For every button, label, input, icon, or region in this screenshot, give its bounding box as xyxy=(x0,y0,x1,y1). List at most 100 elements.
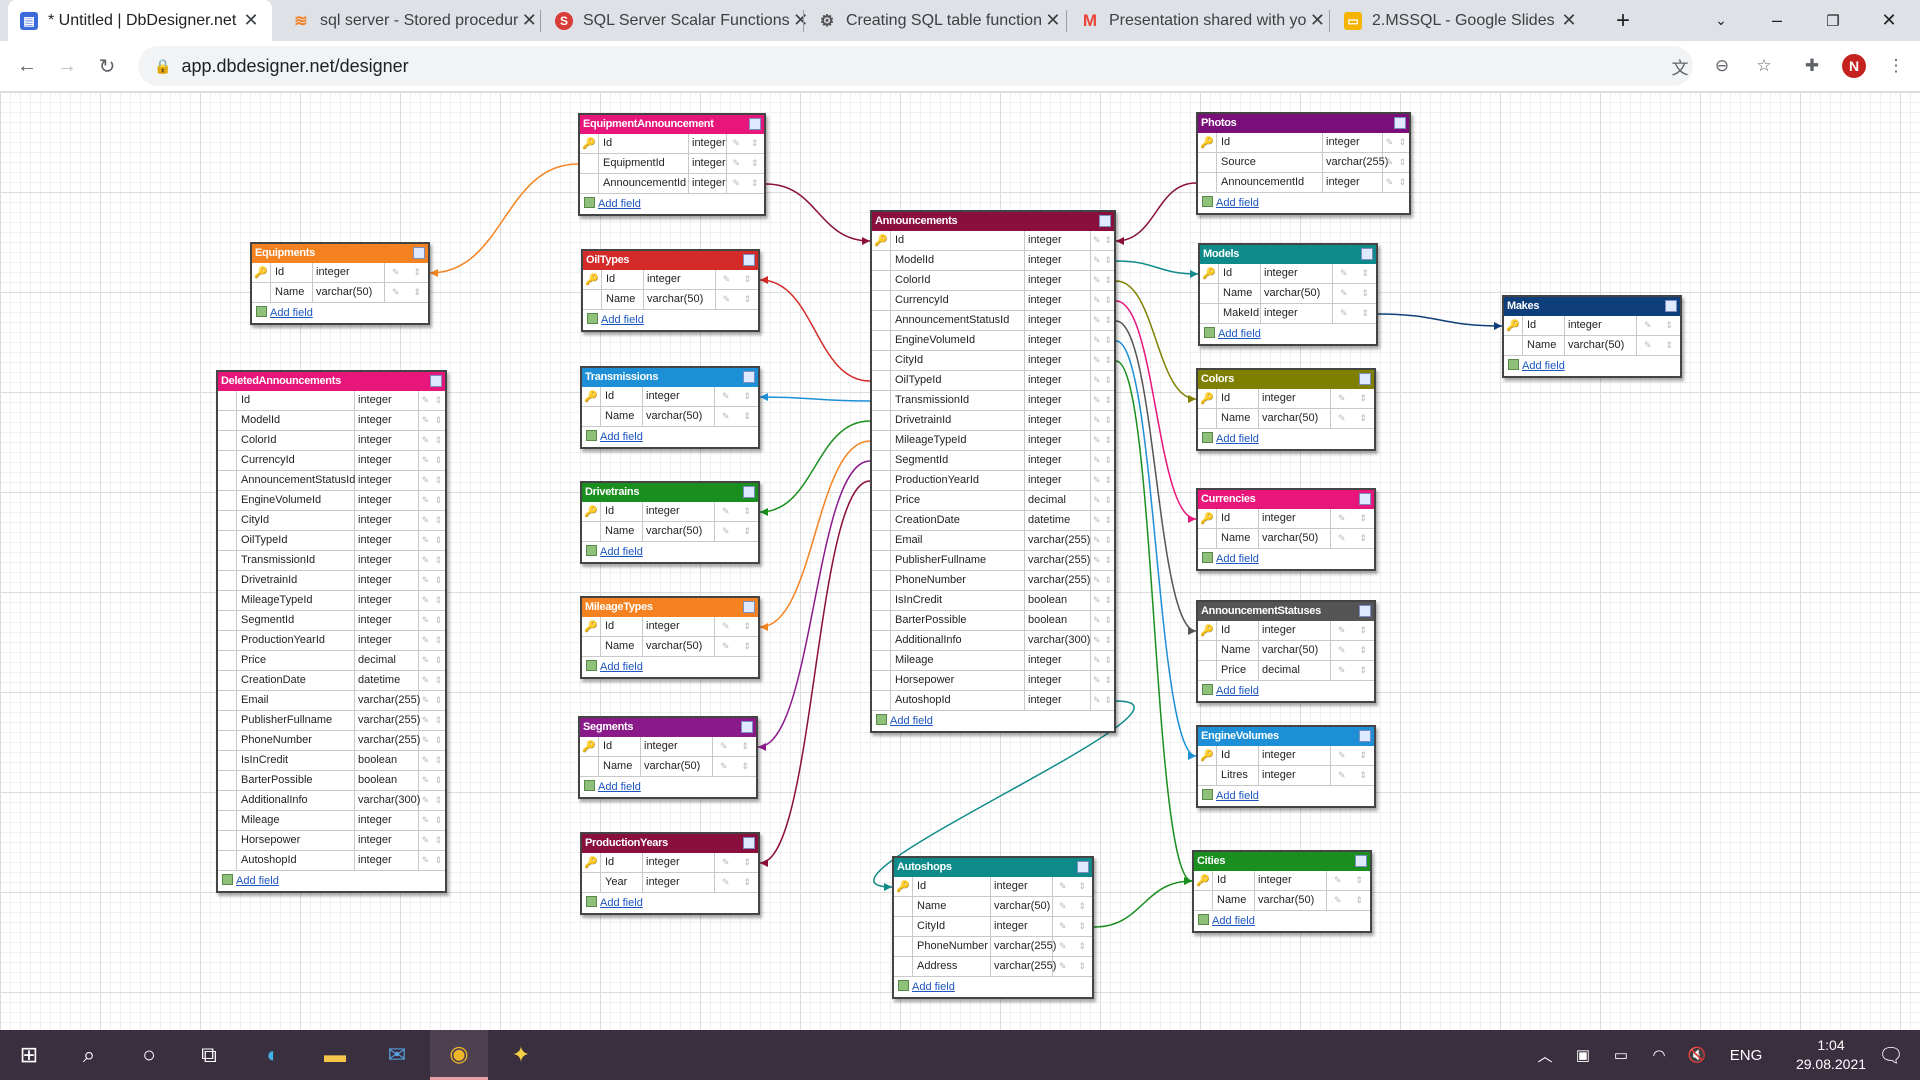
edit-pencil-icon[interactable]: ✎ xyxy=(721,391,730,401)
table-header[interactable]: AnnouncementStatuses xyxy=(1198,602,1374,621)
edit-pencil-icon[interactable]: ✎ xyxy=(721,877,730,887)
reorder-arrows-icon[interactable]: ⇕ xyxy=(434,795,443,805)
table-header[interactable]: OilTypes xyxy=(583,251,758,270)
relation-line[interactable] xyxy=(1115,300,1197,520)
reorder-arrows-icon[interactable]: ⇕ xyxy=(434,455,443,465)
edit-pencil-icon[interactable]: ✎ xyxy=(1092,355,1101,365)
reorder-arrows-icon[interactable]: ⇕ xyxy=(743,526,752,536)
edit-pencil-icon[interactable]: ✎ xyxy=(421,395,430,405)
edit-pencil-icon[interactable]: ✎ xyxy=(722,294,731,304)
edit-pencil-icon[interactable]: ✎ xyxy=(732,138,741,148)
edit-pencil-icon[interactable]: ✎ xyxy=(421,715,430,725)
reorder-arrows-icon[interactable]: ⇕ xyxy=(1359,645,1368,655)
reorder-arrows-icon[interactable]: ⇕ xyxy=(743,391,752,401)
edit-pencil-icon[interactable]: ✎ xyxy=(1339,268,1348,278)
edit-pencil-icon[interactable]: ✎ xyxy=(421,475,430,485)
bookmark-star-icon[interactable]: ☆ xyxy=(1756,56,1772,75)
edit-pencil-icon[interactable]: ✎ xyxy=(1092,515,1101,525)
reorder-arrows-icon[interactable]: ⇕ xyxy=(1361,308,1370,318)
edit-pencil-icon[interactable]: ✎ xyxy=(721,506,730,516)
reorder-arrows-icon[interactable]: ⇕ xyxy=(1355,895,1364,905)
edit-pencil-icon[interactable]: ✎ xyxy=(1339,288,1348,298)
reorder-arrows-icon[interactable]: ⇕ xyxy=(434,535,443,545)
edit-pencil-icon[interactable]: ✎ xyxy=(421,495,430,505)
reorder-arrows-icon[interactable]: ⇕ xyxy=(743,857,752,867)
relation-line[interactable] xyxy=(757,460,871,748)
reorder-arrows-icon[interactable]: ⇕ xyxy=(434,495,443,505)
edit-pencil-icon[interactable]: ✎ xyxy=(1058,941,1067,951)
edit-pencil-icon[interactable]: ✎ xyxy=(1092,495,1101,505)
edit-pencil-icon[interactable]: ✎ xyxy=(1337,645,1346,655)
tab-stackoverflow[interactable]: ≋ sql server - Stored procedur ✕ xyxy=(280,0,538,41)
table-options-icon[interactable] xyxy=(743,254,755,266)
reorder-arrows-icon[interactable]: ⇕ xyxy=(434,735,443,745)
edit-pencil-icon[interactable]: ✎ xyxy=(1092,655,1101,665)
edit-pencil-icon[interactable]: ✎ xyxy=(721,526,730,536)
edit-pencil-icon[interactable]: ✎ xyxy=(719,761,728,771)
table-header[interactable]: Photos xyxy=(1198,114,1409,133)
table-options-icon[interactable] xyxy=(1099,215,1111,227)
relation-line[interactable] xyxy=(759,440,871,628)
reorder-arrows-icon[interactable]: ⇕ xyxy=(750,138,759,148)
close-icon[interactable]: ✕ xyxy=(521,10,537,30)
add-field-link[interactable]: Add field xyxy=(600,897,643,909)
reorder-arrows-icon[interactable]: ⇕ xyxy=(743,641,752,651)
edit-pencil-icon[interactable]: ✎ xyxy=(732,178,741,188)
reorder-arrows-icon[interactable]: ⇕ xyxy=(743,877,752,887)
edit-pencil-icon[interactable]: ✎ xyxy=(421,675,430,685)
relation-line[interactable] xyxy=(1115,260,1199,275)
relation-line[interactable] xyxy=(759,420,871,513)
reload-icon[interactable]: ↻ xyxy=(98,55,116,78)
relation-line[interactable] xyxy=(429,163,579,274)
reorder-arrows-icon[interactable]: ⇕ xyxy=(1104,615,1113,625)
reorder-arrows-icon[interactable]: ⇕ xyxy=(1104,455,1113,465)
edit-pencil-icon[interactable]: ✎ xyxy=(1092,635,1101,645)
add-field-link[interactable]: Add field xyxy=(600,661,643,673)
edit-pencil-icon[interactable]: ✎ xyxy=(722,274,731,284)
window-close-icon[interactable]: ✕ xyxy=(1881,10,1897,30)
edit-pencil-icon[interactable]: ✎ xyxy=(421,575,430,585)
reorder-arrows-icon[interactable]: ⇕ xyxy=(1361,288,1370,298)
reorder-arrows-icon[interactable]: ⇕ xyxy=(1104,535,1113,545)
reorder-arrows-icon[interactable]: ⇕ xyxy=(1104,415,1113,425)
relation-line[interactable] xyxy=(1115,280,1197,400)
table-header[interactable]: Announcements xyxy=(872,212,1114,231)
reorder-arrows-icon[interactable]: ⇕ xyxy=(1104,355,1113,365)
add-field-link[interactable]: Add field xyxy=(601,314,644,326)
